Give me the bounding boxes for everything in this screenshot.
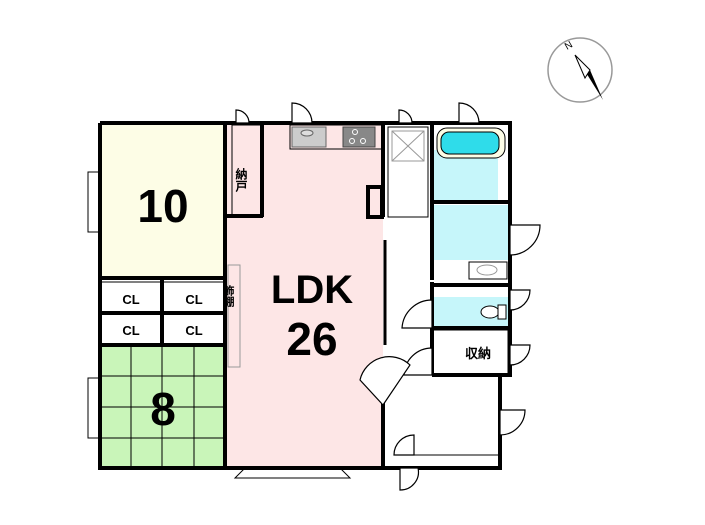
doors (235, 102, 541, 491)
closets: CL CL CL CL (99, 280, 226, 346)
window (87, 171, 101, 233)
storage-label: 収納 (465, 346, 491, 361)
sink-icon (291, 126, 327, 148)
display-shelf (227, 264, 241, 368)
ldk-size-label: 26 (286, 313, 337, 365)
toilet-icon (480, 305, 500, 319)
compass: N (547, 37, 613, 103)
closet-label: CL (122, 323, 139, 338)
compass-circle (547, 37, 613, 103)
ldk-room (225, 123, 383, 468)
closet-label: CL (185, 292, 202, 307)
stove-icon (342, 126, 376, 148)
bay-window (233, 467, 352, 479)
ldk-label: LDK (271, 268, 353, 312)
storeroom-label: 納戸 (234, 167, 248, 193)
compass-north-label: N (563, 39, 575, 52)
walls (98, 121, 512, 470)
closet-label: CL (185, 323, 202, 338)
window (87, 377, 101, 439)
japanese-room-label: 8 (150, 383, 176, 435)
washbasin-icon (468, 261, 508, 280)
western-room (100, 123, 225, 278)
western-room-label: 10 (137, 180, 188, 232)
utility-space (387, 126, 429, 218)
kitchen-counter (289, 124, 383, 150)
tatami-grid (100, 345, 225, 468)
bathroom (432, 150, 498, 202)
washroom (432, 205, 508, 260)
closet-label: CL (122, 292, 139, 307)
